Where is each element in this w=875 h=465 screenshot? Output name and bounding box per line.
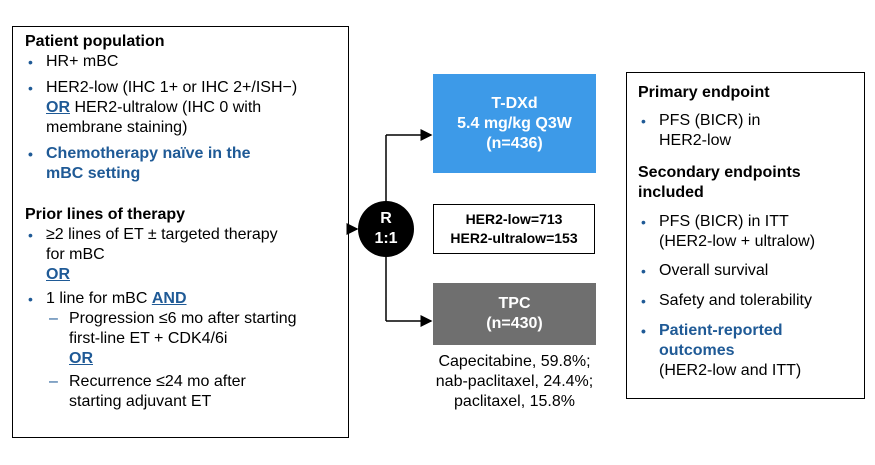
population-item-hr: HR+ mBC (25, 52, 340, 72)
tpc-arm-n: (n=430) (486, 315, 543, 332)
population-item-chemo-text: Chemotherapy naïve in the (46, 145, 251, 162)
secondary-item-pro-line3: (HER2-low and ITT) (659, 362, 802, 379)
primary-endpoint-item-text: PFS (BICR) in (659, 112, 761, 129)
tdxd-arm-n: (n=436) (486, 134, 543, 152)
primary-endpoint-heading: Primary endpoint (638, 84, 770, 101)
prior-item-one-line: 1 line for mBC AND (25, 289, 340, 309)
secondary-item-safety: Safety and tolerability (638, 291, 858, 311)
tpc-breakdown-line3: paclitaxel, 15.8% (454, 393, 575, 410)
sub-or-line: OR (25, 349, 340, 369)
sub-item-progression: Progression ≤6 mo after starting (25, 309, 340, 329)
randomization-circle: R 1:1 (358, 201, 414, 257)
eligibility-panel: Patient population HR+ mBC HER2-low (IHC… (12, 26, 349, 438)
tdxd-arm-box: T-DXd 5.4 mg/kg Q3W (n=436) (433, 74, 596, 173)
population-item-her2-or-line: OR HER2-ultralow (IHC 0 with (25, 98, 340, 118)
secondary-item-pfs-line2: (HER2-low + ultralow) (659, 233, 816, 250)
secondary-endpoints-heading: Secondary endpoints (638, 164, 801, 181)
sub-item-recurrence: Recurrence ≤24 mo after (25, 372, 340, 392)
population-item-hr-text: HR+ mBC (46, 53, 119, 70)
secondary-item-pfs-text: PFS (BICR) in ITT (659, 213, 789, 230)
prior-item-one-line-text: 1 line for mBC (46, 290, 148, 307)
secondary-item-pro-line2: outcomes (659, 342, 735, 359)
prior-item-et: ≥2 lines of ET ± targeted therapy (25, 225, 340, 245)
endpoints-panel: Primary endpoint PFS (BICR) in HER2-low … (626, 72, 865, 399)
prior-or-line: OR (25, 265, 340, 285)
tpc-arm-name: TPC (498, 295, 531, 312)
randomization-ratio: 1:1 (374, 230, 398, 247)
tdxd-arm-name: T-DXd (491, 94, 538, 112)
randomization-label: R (380, 210, 392, 227)
secondary-item-pfs: PFS (BICR) in ITT (638, 212, 858, 232)
secondary-item-safety-text: Safety and tolerability (659, 292, 812, 309)
sub-item-recurrence-text: Recurrence ≤24 mo after (69, 373, 246, 390)
population-item-her2: HER2-low (IHC 1+ or IHC 2+/ISH−) (25, 78, 340, 98)
patient-population-heading: Patient population (25, 33, 165, 50)
population-item-her2-text: HER2-low (IHC 1+ or IHC 2+/ISH−) (46, 79, 298, 96)
or-connector: OR (46, 266, 70, 283)
sub-item-progression-line2: first-line ET + CDK4/6i (69, 330, 228, 347)
and-connector: AND (151, 290, 187, 307)
tpc-arm-box: TPC (n=430) (433, 283, 596, 345)
prior-item-et-text: ≥2 lines of ET ± targeted therapy (46, 226, 278, 243)
secondary-item-os-text: Overall survival (659, 262, 769, 279)
population-item-chemo: Chemotherapy naïve in the (25, 144, 340, 164)
prior-lines-heading: Prior lines of therapy (25, 206, 186, 223)
secondary-item-pro: Patient-reported (638, 321, 858, 341)
prior-item-et-line2: for mBC (46, 246, 105, 263)
primary-endpoint-item: PFS (BICR) in (638, 111, 858, 131)
population-item-chemo-line2: mBC setting (46, 165, 141, 182)
population-item-her2-ultralow: HER2-ultralow (IHC 0 with (74, 99, 262, 116)
primary-endpoint-item-line2: HER2-low (659, 132, 732, 149)
secondary-item-os: Overall survival (638, 261, 858, 281)
her2-counts-box: HER2-low=713 HER2-ultralow=153 (433, 204, 595, 254)
tpc-breakdown: Capecitabine, 59.8%; nab-paclitaxel, 24.… (418, 352, 611, 412)
tdxd-arm-dose: 5.4 mg/kg Q3W (457, 114, 572, 132)
her2-low-count: HER2-low=713 (465, 211, 563, 227)
tpc-breakdown-line2: nab-paclitaxel, 24.4%; (435, 373, 594, 390)
or-connector: OR (46, 99, 70, 116)
sub-item-recurrence-line2: starting adjuvant ET (69, 393, 212, 410)
sub-item-progression-text: Progression ≤6 mo after starting (69, 310, 297, 327)
or-connector: OR (69, 350, 93, 367)
tpc-breakdown-line1: Capecitabine, 59.8%; (438, 353, 591, 370)
secondary-item-pro-text: Patient-reported (659, 322, 783, 339)
population-item-her2-line3: membrane staining) (46, 119, 188, 136)
her2-ultralow-count: HER2-ultralow=153 (450, 230, 578, 246)
secondary-endpoints-heading-line2: included (638, 184, 704, 201)
